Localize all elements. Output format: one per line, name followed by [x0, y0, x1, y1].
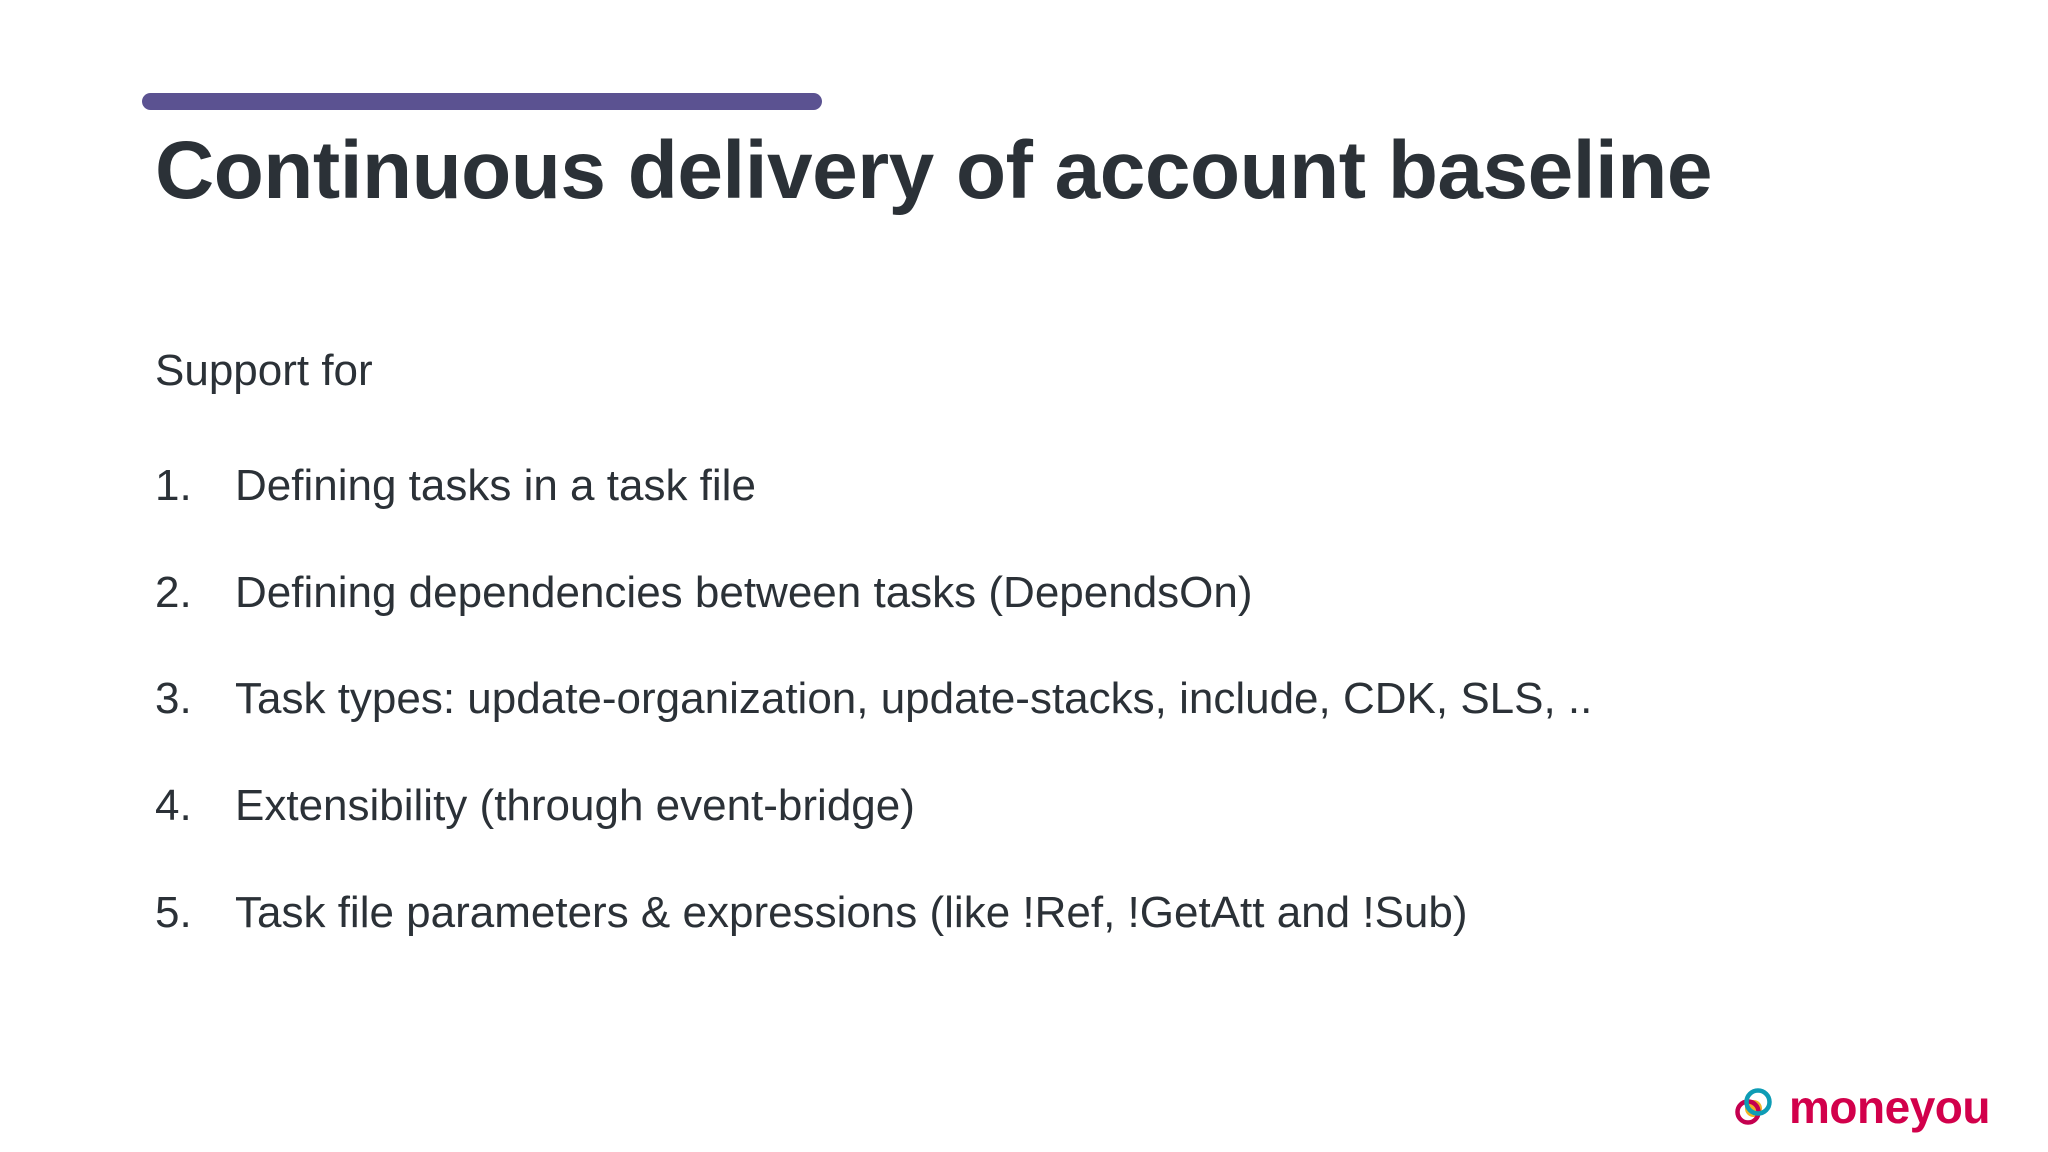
feature-list: 1. Defining tasks in a task file 2. Defi…: [155, 460, 1915, 940]
slide-body: Support for 1. Defining tasks in a task …: [155, 345, 1915, 940]
list-item-label: Task file parameters & expressions (like…: [235, 887, 1468, 937]
list-item-label: Defining dependencies between tasks (Dep…: [235, 567, 1253, 617]
page-title: Continuous delivery of account baseline: [155, 125, 1713, 216]
list-item: 4. Extensibility (through event-bridge): [155, 780, 1915, 833]
list-item-label: Task types: update-organization, update-…: [235, 674, 1593, 724]
list-item-marker: 4.: [155, 781, 192, 831]
list-item-marker: 3.: [155, 674, 192, 724]
brand-logo: moneyou: [1731, 1084, 1990, 1130]
list-item-label: Defining tasks in a task file: [235, 460, 756, 510]
list-item-marker: 5.: [155, 887, 192, 937]
list-item-label: Extensibility (through event-bridge): [235, 781, 915, 831]
logo-wordmark: moneyou: [1789, 1081, 1990, 1133]
list-item-marker: 1.: [155, 460, 192, 510]
intro-text: Support for: [155, 346, 373, 395]
list-item: 1. Defining tasks in a task file: [155, 460, 1915, 513]
list-item: 5. Task file parameters & expressions (l…: [155, 887, 1915, 940]
moneyou-rings-icon: [1735, 1088, 1772, 1125]
list-item-marker: 2.: [155, 567, 192, 617]
title-accent-bar: [142, 93, 822, 110]
list-item: 3. Task types: update-organization, upda…: [155, 673, 1915, 726]
list-item: 2. Defining dependencies between tasks (…: [155, 567, 1915, 620]
